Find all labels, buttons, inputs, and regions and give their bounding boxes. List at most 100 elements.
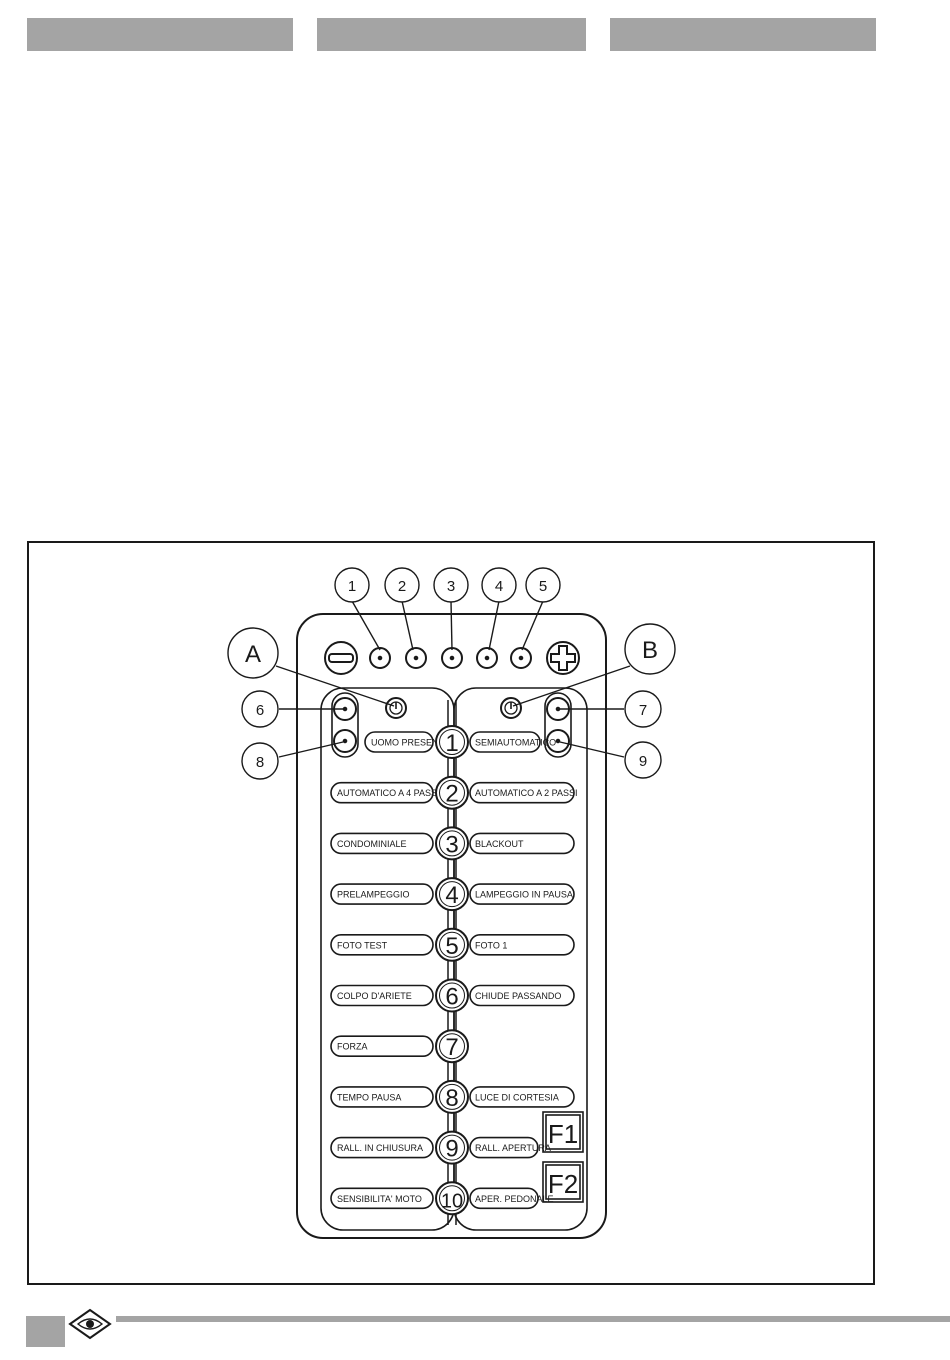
number-key-label: 5 — [445, 933, 458, 960]
number-key-label: 10 — [441, 1190, 463, 1212]
right-function-label: LUCE DI CORTESIA — [475, 1092, 559, 1102]
number-key-10[interactable]: 10 — [435, 1181, 469, 1216]
left-function-key[interactable]: FORZA — [330, 1035, 434, 1057]
left-function-key[interactable]: SENSIBILITA' MOTO — [330, 1187, 434, 1210]
right-function-key[interactable]: AUTOMATICO A 2 PASSI — [469, 781, 578, 804]
led-2 — [405, 647, 427, 669]
led-8 — [333, 729, 357, 753]
left-function-label: FORZA — [337, 1042, 368, 1052]
led-9 — [546, 729, 570, 753]
led-4 — [476, 647, 498, 669]
callout-1-circle — [334, 567, 370, 603]
right-function-key[interactable]: CHIUDE PASSANDO — [469, 984, 575, 1007]
left-function-label: UOMO PRESENTE — [371, 738, 450, 748]
callout-9-text: 9 — [639, 753, 647, 770]
callout-8-circle — [241, 742, 279, 780]
number-key-label: 1 — [445, 730, 458, 757]
callout-b-circle — [624, 623, 676, 675]
left-function-key[interactable]: FOTO TEST — [330, 933, 434, 956]
figure-frame — [27, 541, 875, 1285]
callout-3-circle — [433, 567, 469, 603]
right-function-key[interactable]: LUCE DI CORTESIA — [469, 1086, 575, 1108]
right-function-key[interactable]: BLACKOUT — [469, 832, 575, 855]
program-button-a[interactable] — [385, 697, 407, 719]
left-function-label: AUTOMATICO A 4 PASSI — [337, 788, 440, 798]
right-function-key[interactable]: FOTO 1 — [469, 933, 575, 956]
number-key-7[interactable]: 7 — [435, 1029, 469, 1064]
number-key-8[interactable]: 8 — [435, 1079, 469, 1114]
callout-4-circle — [481, 567, 517, 603]
right-function-label: LAMPEGGIO IN PAUSA — [475, 890, 573, 900]
number-key-4[interactable]: 4 — [435, 877, 469, 912]
right-function-key[interactable]: LAMPEGGIO IN PAUSA — [469, 883, 575, 905]
number-key-label: 3 — [445, 831, 458, 858]
callout-8-text: 8 — [256, 754, 264, 771]
left-function-label: FOTO TEST — [337, 940, 388, 950]
callout-b-text: B — [642, 637, 658, 664]
number-key-label: 9 — [445, 1136, 458, 1163]
left-function-key[interactable]: CONDOMINIALE — [330, 832, 434, 855]
left-function-key[interactable]: UOMO PRESENTE — [364, 731, 450, 753]
callout-5-text: 5 — [539, 578, 547, 595]
right-function-key[interactable]: SEMIAUTOMATICO — [469, 731, 556, 753]
number-key-label: 4 — [445, 882, 458, 909]
callout-a-text: A — [245, 641, 261, 668]
led-3 — [441, 647, 463, 669]
header-bar-1 — [27, 18, 293, 51]
plus-button[interactable] — [546, 641, 580, 675]
left-function-key[interactable]: TEMPO PAUSA — [330, 1086, 434, 1108]
program-button-b[interactable] — [500, 697, 522, 719]
number-key-label: 7 — [445, 1034, 458, 1061]
number-key-label: 8 — [445, 1085, 458, 1112]
callout-6-circle — [241, 690, 279, 728]
callout-3-text: 3 — [447, 578, 455, 595]
callout-2-text: 2 — [398, 578, 406, 595]
left-function-label: SENSIBILITA' MOTO — [337, 1194, 422, 1204]
f2-key[interactable] — [542, 1161, 584, 1203]
callout-4-text: 4 — [495, 578, 503, 595]
led-5 — [510, 647, 532, 669]
left-function-key[interactable]: PRELAMPEGGIO — [330, 883, 434, 905]
left-function-key[interactable]: RALL. IN CHIUSURA — [330, 1136, 434, 1159]
f2-key-label: F2 — [548, 1169, 578, 1199]
left-function-label: RALL. IN CHIUSURA — [337, 1143, 423, 1153]
right-function-label: APER. PEDONALE — [475, 1194, 554, 1204]
right-function-label: BLACKOUT — [475, 839, 524, 849]
right-function-label: AUTOMATICO A 2 PASSI — [475, 788, 578, 798]
left-function-label: COLPO D'ARIETE — [337, 991, 412, 1001]
right-function-label: FOTO 1 — [475, 940, 507, 950]
left-function-key[interactable]: COLPO D'ARIETE — [330, 984, 434, 1007]
number-key-1[interactable]: 1 — [435, 725, 469, 759]
f1-key-label: F1 — [548, 1119, 578, 1149]
number-key-2[interactable]: 2 — [435, 775, 469, 810]
left-function-key[interactable]: AUTOMATICO A 4 PASSI — [330, 781, 440, 804]
callout-7-text: 7 — [639, 702, 647, 719]
number-key-3[interactable]: 3 — [435, 826, 469, 861]
minus-button[interactable] — [324, 641, 358, 675]
callout-2-circle — [384, 567, 420, 603]
number-key-label: 6 — [445, 984, 458, 1011]
right-function-key[interactable]: APER. PEDONALE — [469, 1187, 554, 1210]
right-function-label: SEMIAUTOMATICO — [475, 738, 556, 748]
right-function-label: RALL. APERTURA — [475, 1143, 551, 1153]
callout-a-circle — [227, 627, 279, 679]
left-function-label: TEMPO PAUSA — [337, 1092, 401, 1102]
brand-logo-icon — [68, 1308, 112, 1340]
number-key-label: 2 — [445, 781, 458, 808]
number-key-5[interactable]: 5 — [435, 927, 469, 962]
number-key-9[interactable]: 9 — [435, 1130, 469, 1165]
callout-9-circle — [624, 741, 662, 779]
callout-5-circle — [525, 567, 561, 603]
left-function-label: CONDOMINIALE — [337, 839, 407, 849]
f1-key[interactable] — [542, 1111, 584, 1153]
right-function-key[interactable]: RALL. APERTURA — [469, 1136, 551, 1159]
number-key-6[interactable]: 6 — [435, 978, 469, 1013]
left-function-label: PRELAMPEGGIO — [337, 890, 410, 900]
header-bar-2 — [317, 18, 586, 51]
callout-1-text: 1 — [348, 578, 356, 595]
led-1 — [369, 647, 391, 669]
right-function-label: CHIUDE PASSANDO — [475, 991, 561, 1001]
page-number-box — [26, 1316, 65, 1347]
